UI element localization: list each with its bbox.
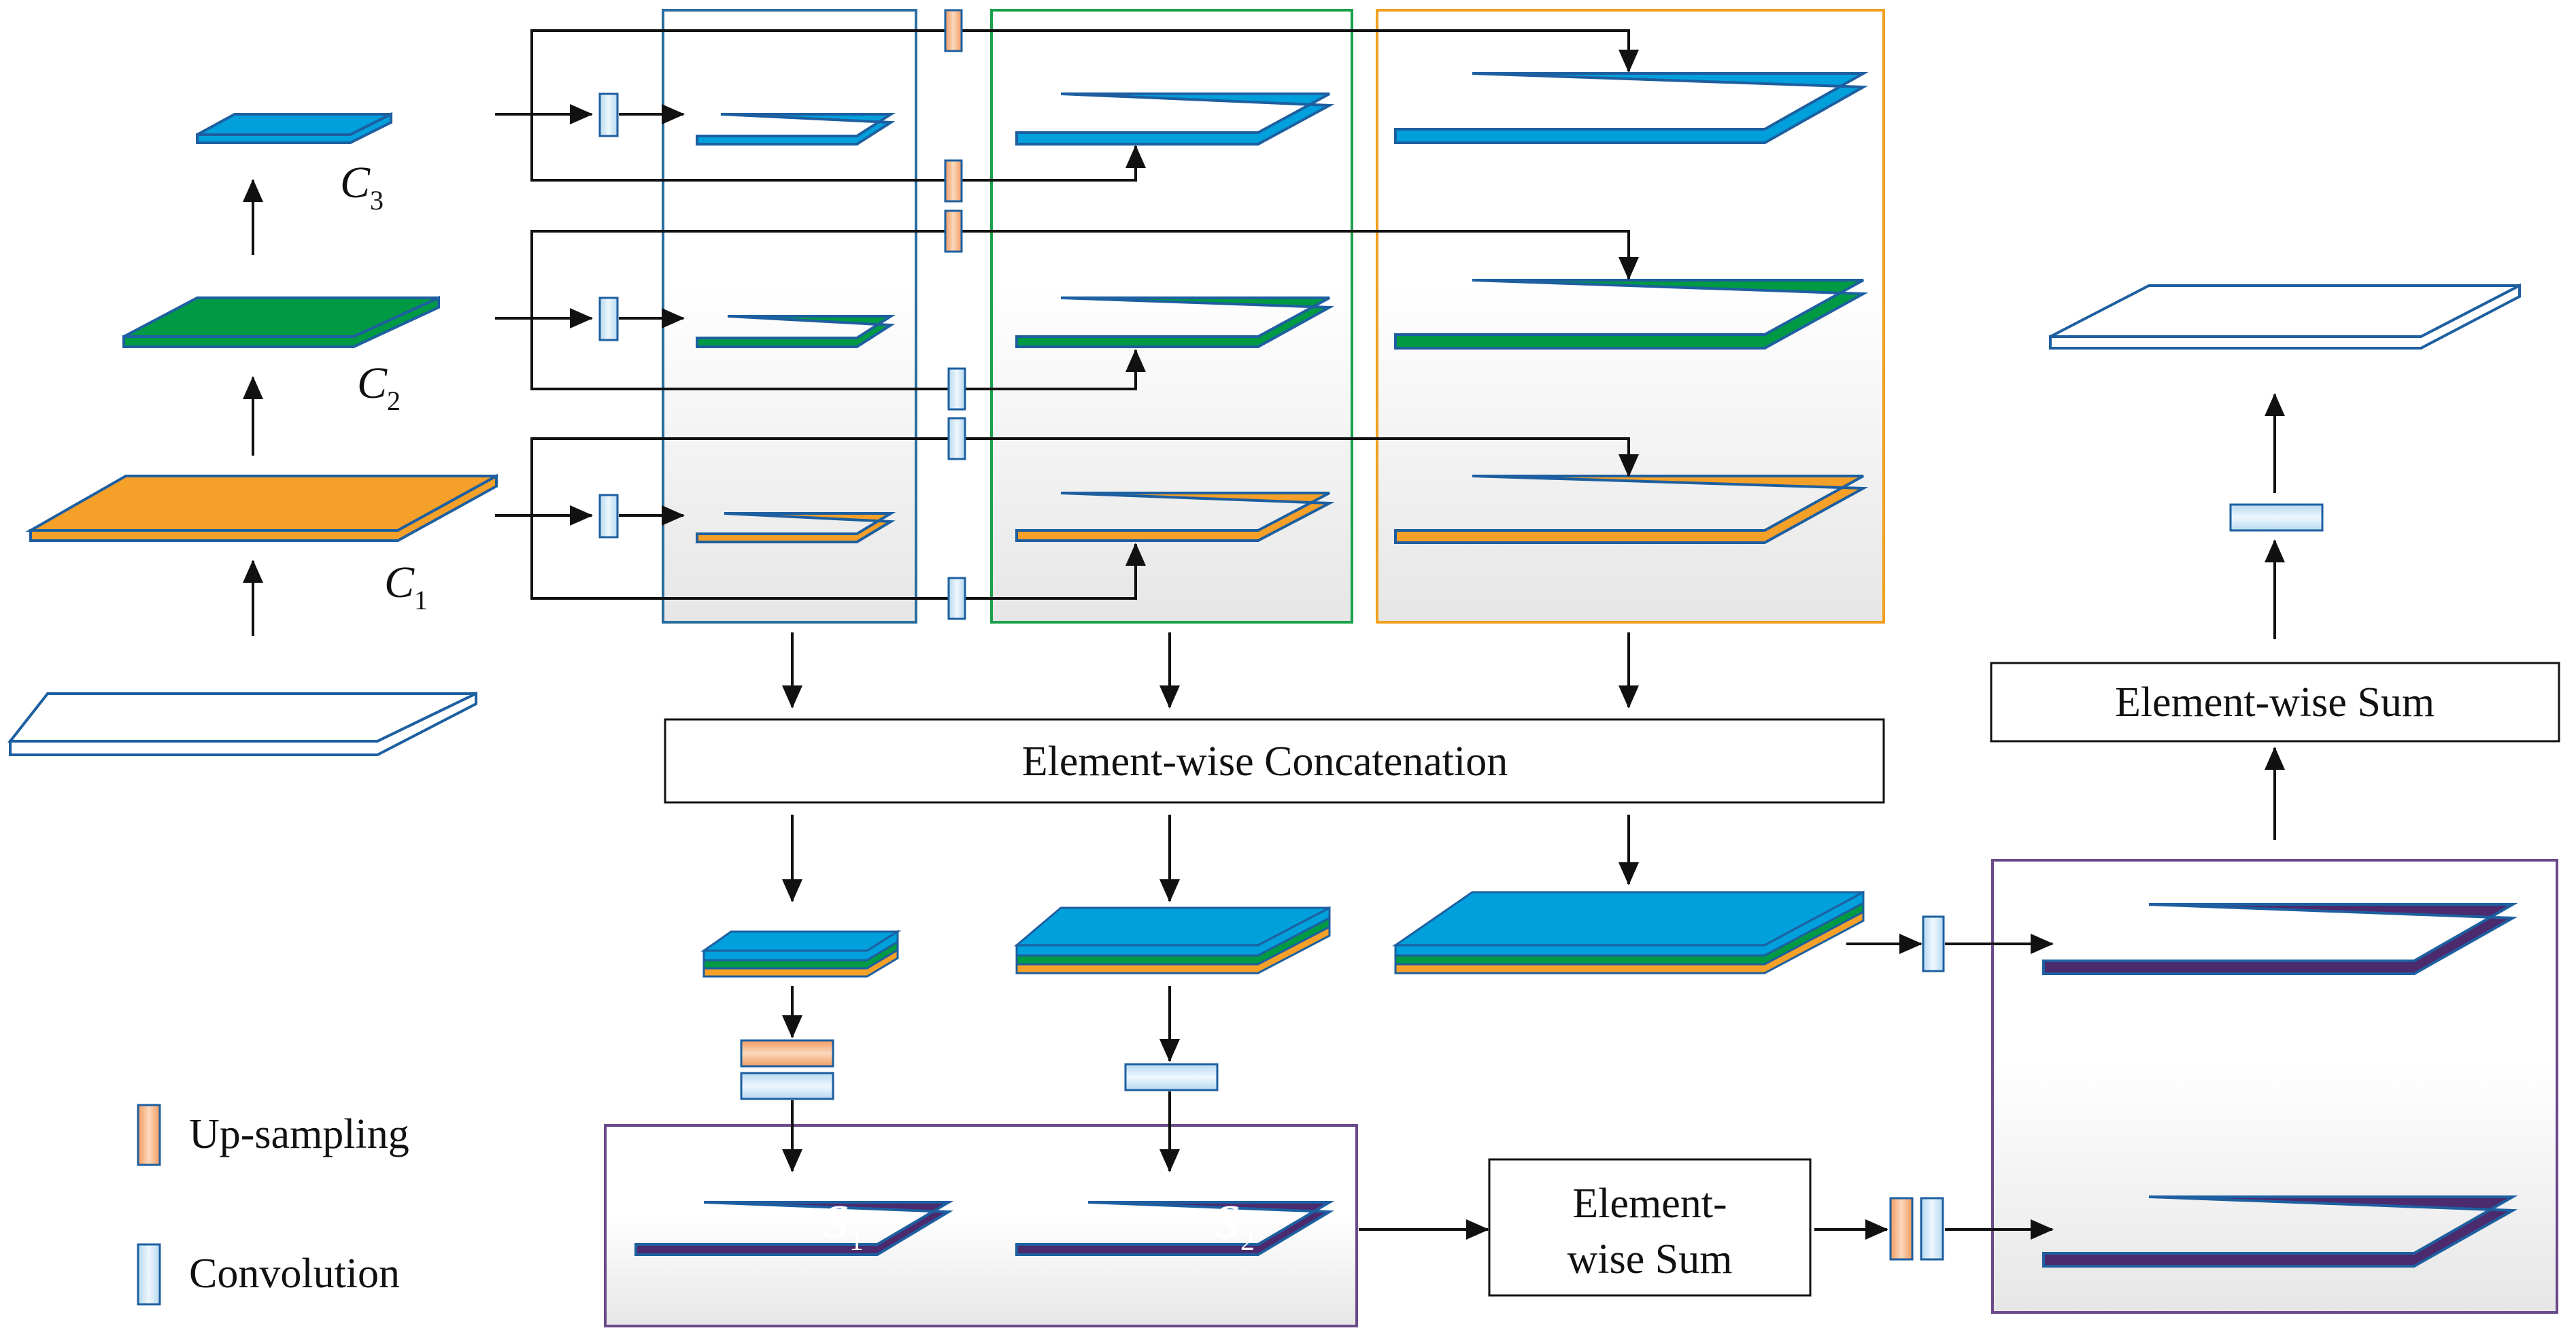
blue-branch-plate-mid [696,315,896,348]
legend-upsampling-label: Up-sampling [189,1111,409,1157]
s-plates [634,283,2521,1268]
concat-stack-small [700,930,902,978]
input-plate [7,691,477,756]
sum-top-label: Element-wise Sum [2115,679,2435,726]
conv-block [1920,1197,1944,1261]
blue-branch-plate-top [696,113,896,146]
concat-stacks [700,890,1865,978]
conv-block [947,367,966,411]
conv-block [947,577,966,620]
upsampling-block [944,9,963,52]
s1-label: S1 [823,1196,864,1257]
c1-plate [25,473,498,542]
blue-branch-plate-bottom [696,512,896,543]
connectors [243,29,2285,1240]
s3-plate [2042,903,2518,975]
conv-block [740,1072,834,1100]
conv-block [1922,915,1945,972]
operation-blocks [598,9,2324,1261]
sum-mid-box [1488,1158,1812,1297]
backbone-plates [7,112,498,756]
sum-mid-label-line1: Element- [1572,1181,1727,1227]
sum-mid-label-line2: wise Sum [1567,1236,1733,1283]
c1-label: C1 [384,558,428,615]
concat-stack-large [1392,890,1865,974]
c2-label: C2 [357,358,401,416]
green-branch-plate-top [1015,92,1335,146]
conv-block [1124,1063,1219,1091]
text-boxes: Element-wise Concatenation Element-wise … [664,662,2560,1297]
c2-plate [122,295,440,348]
sum-input-plate [2042,1195,2518,1268]
legend: Up-sampling Convolution [137,1104,409,1306]
s3-label: S3 [2360,905,2401,966]
orange-branch-plate-mid [1394,279,1869,350]
legend-convolution-label: Convolution [189,1251,400,1297]
s-group-frame [604,1124,1358,1327]
orange-branch-plate-top [1394,72,1869,144]
s1-plate [634,1201,954,1256]
upsampling-block [944,159,963,203]
upsampling-block [944,209,963,253]
green-branch-plate-bottom [1015,492,1335,542]
conv-block [598,92,619,137]
conv-block [598,494,619,539]
conv-block [598,296,619,341]
legend-convolution-swatch [137,1243,161,1306]
legend-upsampling-swatch [137,1104,161,1166]
orange-branch-plate-bottom [1394,475,1869,544]
conv-block [947,417,966,460]
output-plate [2049,283,2521,350]
layer-labels: C3 C2 C1 S1 S2 S3 [340,158,2401,1257]
upsampling-block [740,1039,834,1068]
c3-plate [196,112,392,144]
concat-stack-mid [1013,906,1331,974]
c3-label: C3 [340,158,384,216]
sum-top-box [1990,662,2560,743]
green-branch-plate-mid [1015,296,1335,348]
concat-box [664,718,1885,804]
branch-plates [696,72,1869,544]
s2-label: S2 [1214,1196,1255,1257]
concat-label: Element-wise Concatenation [1022,739,1508,785]
s2-plate [1015,1201,1335,1256]
upsampling-block [1889,1197,1914,1261]
conv-block [2229,503,2324,532]
